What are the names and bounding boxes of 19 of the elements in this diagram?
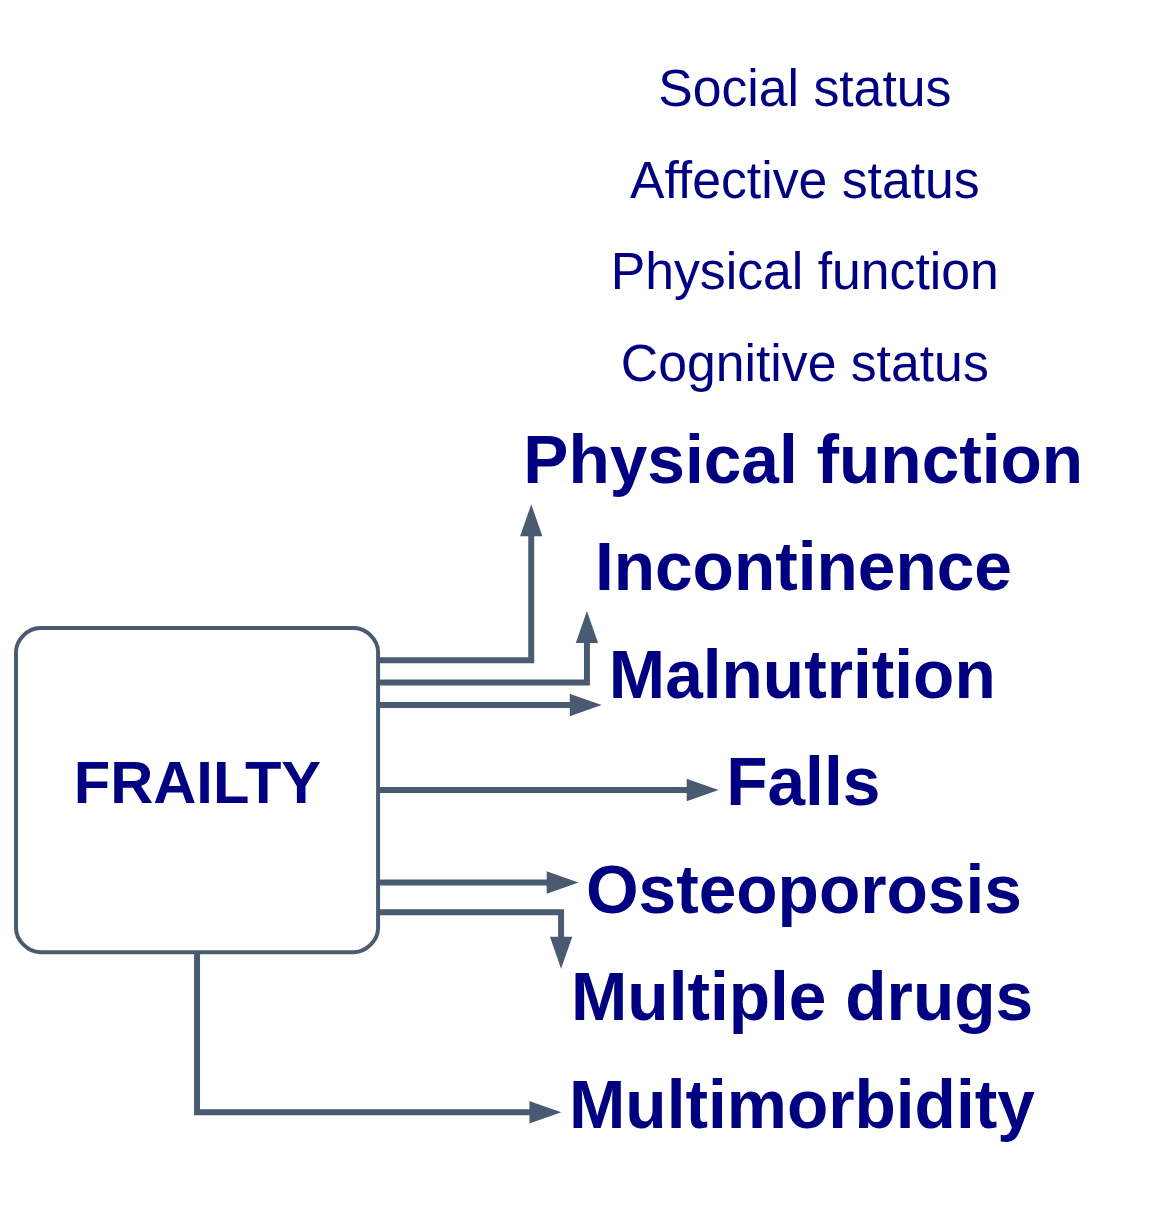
node-text: Falls <box>726 743 881 819</box>
label: Social status <box>658 58 952 117</box>
arrow <box>378 870 579 894</box>
arrow <box>378 610 599 686</box>
arrow <box>378 778 719 801</box>
node-text: Malnutrition <box>608 636 996 712</box>
label: Affective status <box>629 150 980 209</box>
arrow <box>378 693 602 716</box>
node-text: Osteoporosis <box>585 851 1022 927</box>
label: Physical function <box>610 241 999 300</box>
node-text: Incontinence <box>594 528 1012 604</box>
node-text: Multimorbidity <box>569 1066 1035 1142</box>
node-text: Physical function <box>523 421 1084 497</box>
arrow <box>378 908 573 969</box>
arrow <box>194 952 562 1123</box>
label: Cognitive status <box>620 333 989 392</box>
node-box: FRAILTY <box>14 625 381 954</box>
node-text: Multiple drugs <box>571 958 1034 1034</box>
arrow <box>378 503 543 663</box>
